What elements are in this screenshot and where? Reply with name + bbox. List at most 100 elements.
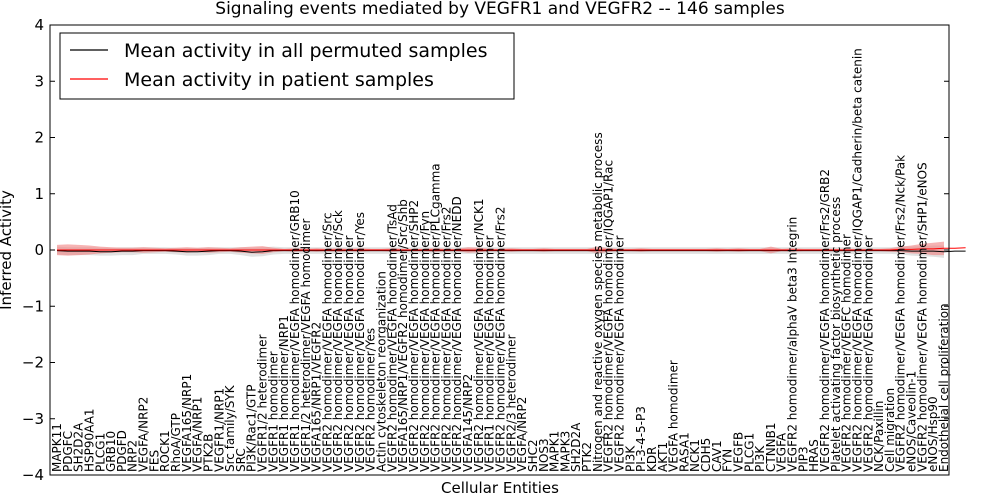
category-label: eNOS/Hsp90 — [926, 396, 940, 472]
y-axis-label: Inferred Activity — [0, 190, 15, 310]
category-labels: MAPK11PDGFCSH2D2AHSP90AA1PLCG1GRB10PDGFD… — [50, 48, 951, 472]
category-label: VEGFR2 homodimer/VEGFA homodimer/Src — [320, 212, 334, 472]
category-label: VEGFR2 homodimer/VEGFA homodimer/IQGAP1/… — [851, 48, 865, 472]
x-axis-label: Cellular Entities — [441, 479, 559, 497]
category-label: GRB10 — [104, 431, 118, 472]
y-tick-label: 3 — [34, 72, 44, 90]
category-label: VEGFA homodimer — [667, 360, 681, 472]
legend-label-patient: Mean activity in patient samples — [124, 69, 434, 91]
y-tick-label: 0 — [34, 241, 44, 259]
category-label: VEGFA — [775, 432, 789, 472]
category-label: Actin cytoskeleton reorganization — [375, 271, 389, 472]
y-tick-label: −2 — [22, 354, 44, 372]
category-label: PI3K — [623, 445, 637, 472]
y-tick-label: 1 — [34, 185, 44, 203]
category-label: NCK1 — [688, 439, 702, 472]
category-label: MAPK1 — [548, 431, 562, 472]
category-label: VEGFR2 homodimer/VEGFA homodimer — [861, 235, 875, 472]
category-label: HRAS — [807, 439, 821, 472]
confidence-bands — [57, 241, 944, 258]
category-label: VEGFR2 homodimer/VEGFA homodimer/SHP2 — [407, 200, 421, 472]
category-label: VEGFA165/NRP1/VEGFR2 homodimer/Src/Shb — [396, 199, 410, 472]
category-label: VEGFR2/3 heterodimer — [504, 334, 518, 472]
category-label: VEGFR2 homodimer/VEGFA homodimer/TsAd — [385, 204, 399, 472]
category-label: VEGFA/NRP1 — [191, 397, 205, 472]
legend: Mean activity in all permuted samples Me… — [59, 32, 515, 100]
category-label: PI3K/Rac1/GTP — [245, 385, 259, 472]
category-label: Nitrogen and reactive oxygen species met… — [591, 132, 605, 472]
category-label: VEGFR1/2 heterodimer/VEGFA homodimer — [299, 219, 313, 472]
category-label: Platelet activating factor biosynthetic … — [829, 197, 843, 472]
category-label: FES — [147, 450, 161, 472]
category-label: VEGFR2 homodimer/VEGFA homodimer/Frs2/GR… — [818, 169, 832, 472]
category-label: VEGFR2 homodimer/VEGFA homodimer — [342, 235, 356, 472]
category-label: SH2D2A — [569, 422, 583, 472]
category-label: PTK2B — [201, 434, 215, 472]
category-label: VEGFR2 homodimer/VEGFA homodimer/Sck — [331, 210, 345, 472]
category-label: Src family/SYK — [223, 384, 237, 472]
category-label: VEGFA/NRP2 — [137, 397, 151, 472]
category-label: NCK/Paxillin — [872, 401, 886, 472]
category-label: VEGFR2 homodimer/VEGFA homodimer/NEDD — [450, 196, 464, 472]
y-tick-label: −4 — [22, 466, 44, 484]
y-tick-label: −1 — [22, 297, 44, 315]
category-label: VEGFR2 homodimer/alphaV beta3 Integrin — [786, 217, 800, 472]
y-tick-label: 4 — [34, 16, 44, 34]
category-label: PIP3 — [796, 446, 810, 472]
category-label: AKT1 — [656, 442, 670, 472]
category-label: PDGFD — [115, 430, 129, 472]
category-label: VEGFR1 homodimer/VEGFA homodimer — [483, 235, 497, 472]
category-label: VEGFR2 homodimer/VEGFA homodimer/Frs2 — [494, 207, 508, 473]
category-label: PTK2 — [580, 442, 594, 472]
y-axis-ticks: −4 −3 −2 −1 0 1 2 3 4 — [22, 16, 949, 484]
line-series-1 — [57, 247, 966, 251]
category-label: VEGFA/NRP2 — [515, 397, 529, 472]
category-label: VEGFR1 homodimer/VEGFA homodimer/GRB10 — [288, 190, 302, 472]
category-label: PLCG1 — [742, 433, 756, 472]
category-label: VEGFR2 homodimer/VEGFA homodimer/Frs2/Nc… — [894, 155, 908, 472]
category-label: SH2D2A — [72, 422, 86, 472]
plot-frame — [49, 24, 950, 476]
category-label: NOS3 — [537, 438, 551, 472]
category-label: VEGFR2 homodimer/VEGFA homodimer/SHP1/eN… — [915, 162, 929, 472]
category-label: VEGFA145/NRP2 — [461, 374, 475, 472]
category-label: SRC — [234, 448, 248, 472]
category-label: VEGFR1 homodimer — [266, 351, 280, 472]
category-label: PI3K — [753, 445, 767, 472]
category-label: NRP2 — [126, 440, 140, 472]
category-label: MAPK11 — [50, 423, 64, 472]
category-label: VEGFR2 homodimer/VEGFA homodimer — [613, 235, 627, 472]
category-label: VEGFR2 homodimer/Yes — [364, 328, 378, 472]
category-label: PDGFC — [61, 431, 75, 472]
category-label: VEGFR2 homodimer/VEGFA homodimer/Yes — [353, 212, 367, 472]
legend-box — [59, 32, 515, 100]
category-label: VEGFR1 homodimer/NRP1 — [277, 315, 291, 472]
category-label: RhoA/GTP — [169, 413, 183, 472]
category-label: CTNNB1 — [764, 422, 778, 472]
category-label: VEGFR1/NRP1 — [212, 388, 226, 472]
category-label: VEGFR2 homodimer/VEGFA homodimer/IQGAP1/… — [602, 160, 616, 472]
y-tick-label: −3 — [22, 410, 44, 428]
category-label: VEGFR2 homodimer/VEGFA homodimer/Fyn — [418, 211, 432, 472]
category-label: VEGFA165/NRP1 — [180, 374, 194, 472]
category-label: VEGFB — [732, 432, 746, 472]
category-label: CDH5 — [699, 438, 713, 472]
category-label: RASA1 — [677, 432, 691, 472]
category-label: eNOS/Caveolin-1 — [905, 371, 919, 472]
y-tick-label: 2 — [34, 129, 44, 147]
category-label: HSP90AA1 — [83, 408, 97, 472]
category-label: ROCK1 — [158, 430, 172, 472]
category-label: Cell migration — [883, 388, 897, 472]
category-label: VEGFR1/2 heterodimer — [256, 334, 270, 472]
category-label: PLCG1 — [93, 433, 107, 472]
band-series-1 — [57, 241, 944, 256]
series-lines — [56, 247, 966, 253]
category-label: VEGFR2 homodimer/VEGFC homodimer — [840, 234, 854, 472]
category-label: Endothelial cell proliferation — [937, 303, 951, 472]
category-label: MAPK3 — [558, 431, 572, 472]
chart-title: Signaling events mediated by VEGFR1 and … — [215, 0, 785, 19]
category-label: FYN — [721, 449, 735, 472]
category-label: VEGFA165/NRP1/VEGFR2 — [310, 322, 324, 472]
category-label: VEGFR2 homodimer/VEGFA homodimer/NCK1 — [472, 198, 486, 472]
